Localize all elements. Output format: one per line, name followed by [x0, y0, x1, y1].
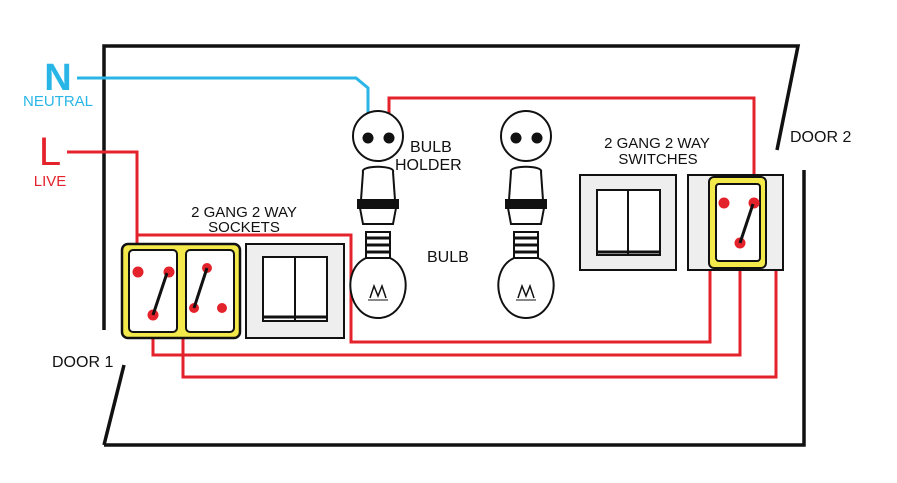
bulb-holder-label-line2: HOLDER	[395, 157, 462, 174]
door-1-label: DOOR 1	[52, 354, 113, 371]
wall-bottom-right	[104, 170, 806, 447]
neutral-label: NEUTRAL	[23, 93, 93, 110]
door-2-label: DOOR 2	[790, 129, 851, 146]
bulb-holder-label-line1: BULB	[410, 139, 452, 156]
sockets-label-line1: 2 GANG 2 WAY	[191, 204, 297, 221]
switches-label-line1: 2 GANG 2 WAY	[604, 135, 710, 152]
terminal-dot	[217, 303, 227, 313]
switch-plate-icon	[579, 174, 677, 271]
bulb-icon	[497, 231, 555, 320]
live-letter: L	[39, 130, 61, 174]
lamp-cap-icon	[357, 165, 399, 225]
two-gang-two-way-switches	[687, 174, 784, 271]
bulb-holder-icon	[500, 110, 552, 162]
lamp-cap-icon	[505, 165, 547, 225]
switch-inner	[715, 183, 761, 262]
terminal-dot	[132, 266, 144, 278]
wall-top-left	[102, 44, 801, 330]
terminal-dot	[748, 197, 760, 209]
live-wire	[67, 150, 139, 272]
terminal-dot	[718, 197, 730, 209]
two-way-switch-icon	[738, 203, 755, 244]
sockets-label-line2: SOCKETS	[208, 219, 280, 236]
switches-label-line2: SWITCHES	[618, 151, 697, 168]
switch-plate-icon	[245, 243, 345, 339]
neutral-wire	[77, 76, 370, 136]
live-label: LIVE	[34, 173, 67, 190]
two-way-switch-icon	[192, 267, 209, 309]
two-gang-two-way-sockets	[120, 242, 242, 340]
socket-right-plate	[185, 249, 235, 333]
two-way-switch-icon	[151, 272, 169, 316]
bulb-icon	[349, 231, 407, 320]
bulb-holder-icon	[352, 110, 404, 162]
door-1-gap	[102, 364, 126, 446]
room-outline	[102, 44, 806, 447]
neutral-letter: N	[44, 57, 71, 99]
bulb-label: BULB	[427, 249, 469, 266]
